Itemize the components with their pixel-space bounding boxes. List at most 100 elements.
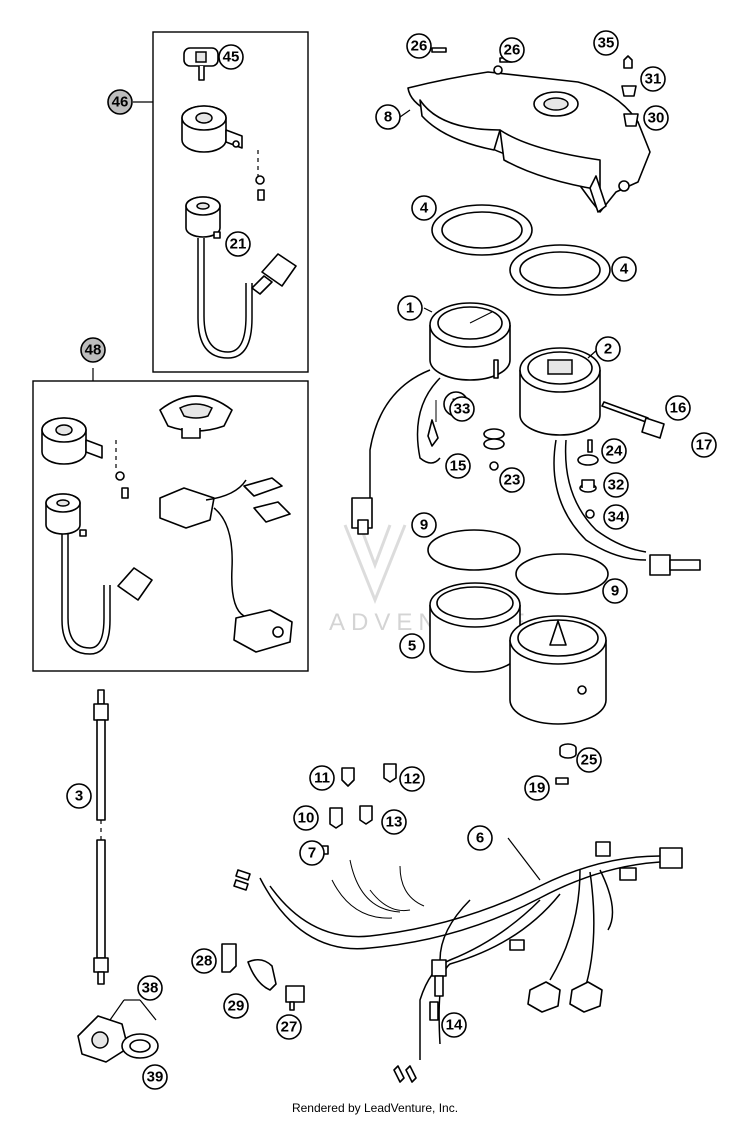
- callout-4-upper: 4: [411, 195, 437, 221]
- speedo-drive-38: [77, 999, 159, 1063]
- svg-text:45: 45: [223, 49, 240, 66]
- ignition-kit-48: [32, 368, 309, 672]
- ignition-switch-part: [185, 196, 297, 359]
- callout-6: 6: [467, 825, 493, 851]
- callout-32: 32: [603, 472, 629, 498]
- svg-text:33: 33: [454, 401, 471, 418]
- svg-text:7: 7: [308, 845, 316, 862]
- callout-39: 39: [142, 1064, 168, 1090]
- callout-27: 27: [276, 1014, 302, 1040]
- ignition-kit-46: [133, 31, 309, 373]
- bulb-7-upper: [427, 400, 439, 447]
- instrument-housing: [429, 582, 607, 725]
- svg-text:13: 13: [386, 814, 403, 831]
- svg-text:30: 30: [648, 110, 665, 127]
- svg-text:28: 28: [196, 953, 213, 970]
- svg-text:48: 48: [85, 342, 102, 359]
- svg-text:32: 32: [608, 477, 625, 494]
- svg-text:15: 15: [450, 458, 467, 475]
- svg-text:10: 10: [298, 810, 315, 827]
- callout-14: 14: [441, 1012, 467, 1038]
- callout-17: 17: [691, 432, 717, 458]
- svg-text:38: 38: [142, 980, 159, 997]
- callout-19: 19: [524, 775, 550, 801]
- wiring-harness: [233, 841, 683, 1083]
- lock-part-48: [41, 417, 103, 465]
- callout-15: 15: [445, 453, 471, 479]
- callout-8: 8: [375, 104, 401, 130]
- callout-45: 45: [218, 44, 244, 70]
- svg-text:14: 14: [446, 1017, 463, 1034]
- callout-1: 1: [397, 295, 423, 321]
- switch-part-48: [45, 493, 153, 655]
- svg-text:46: 46: [112, 94, 129, 111]
- callout-5: 5: [399, 633, 425, 659]
- svg-text:29: 29: [228, 998, 245, 1015]
- tachometer-gauge: [519, 347, 701, 576]
- callout-26-left: 26: [406, 33, 432, 59]
- svg-text:25: 25: [581, 752, 598, 769]
- callout-10: 10: [293, 805, 319, 831]
- svg-text:21: 21: [230, 236, 247, 253]
- footer-credit: Rendered by LeadVenture, Inc.: [291, 1101, 459, 1115]
- svg-text:17: 17: [696, 437, 713, 454]
- bulb-holders: [555, 743, 577, 785]
- cover-part-48: [159, 395, 233, 439]
- svg-text:26: 26: [504, 42, 521, 59]
- svg-text:2: 2: [604, 341, 612, 358]
- callout-21: 21: [225, 231, 251, 257]
- svg-text:9: 9: [420, 517, 428, 534]
- svg-text:4: 4: [620, 261, 629, 278]
- svg-text:26: 26: [411, 38, 428, 55]
- callout-38: 38: [137, 975, 163, 1001]
- bulbs: [329, 763, 397, 829]
- callout-34: 34: [603, 504, 629, 530]
- callout-4-lower: 4: [611, 256, 637, 282]
- svg-text:5: 5: [408, 638, 416, 655]
- callout-25: 25: [576, 747, 602, 773]
- callout-3: 3: [66, 783, 92, 809]
- svg-text:9: 9: [611, 583, 619, 600]
- lens-seals: [427, 529, 609, 595]
- immobilizer-part-48: [159, 477, 293, 653]
- callout-11: 11: [309, 765, 335, 791]
- svg-text:6: 6: [476, 830, 484, 847]
- svg-text:3: 3: [75, 788, 83, 805]
- callout-9-lower: 9: [602, 578, 628, 604]
- svg-text:35: 35: [598, 35, 615, 52]
- callout-16: 16: [665, 395, 691, 421]
- svg-text:4: 4: [420, 200, 429, 217]
- drive-16: [601, 401, 665, 439]
- callout-28: 28: [191, 948, 217, 974]
- callout-31: 31: [640, 66, 666, 92]
- callout-29: 29: [223, 993, 249, 1019]
- callout-2: 2: [595, 336, 621, 362]
- svg-text:16: 16: [670, 400, 687, 417]
- callout-24: 24: [601, 438, 627, 464]
- speedometer-gauge: [351, 302, 511, 535]
- svg-text:34: 34: [608, 509, 625, 526]
- svg-text:23: 23: [504, 472, 521, 489]
- svg-text:27: 27: [281, 1019, 298, 1036]
- grommets: [483, 428, 599, 519]
- instrument-bracket: [407, 65, 651, 213]
- callout-33: 33: [449, 396, 475, 422]
- callout-7-lower: 7: [299, 840, 325, 866]
- relay-and-clips: [221, 943, 305, 1011]
- ignition-lock-part: [181, 105, 243, 153]
- callout-9-upper: 9: [411, 512, 437, 538]
- speedometer-cable: [93, 689, 109, 985]
- callout-35: 35: [593, 30, 619, 56]
- svg-text:31: 31: [645, 71, 662, 88]
- key-part: [183, 47, 219, 81]
- callout-46: 46: [107, 89, 133, 115]
- svg-text:12: 12: [404, 771, 421, 788]
- svg-text:39: 39: [147, 1069, 164, 1086]
- socket-14: [429, 1001, 439, 1021]
- callout-23: 23: [499, 467, 525, 493]
- svg-text:11: 11: [314, 770, 330, 787]
- bezel-rings: [431, 204, 611, 296]
- callout-12: 12: [399, 766, 425, 792]
- callout-48: 48: [80, 337, 106, 363]
